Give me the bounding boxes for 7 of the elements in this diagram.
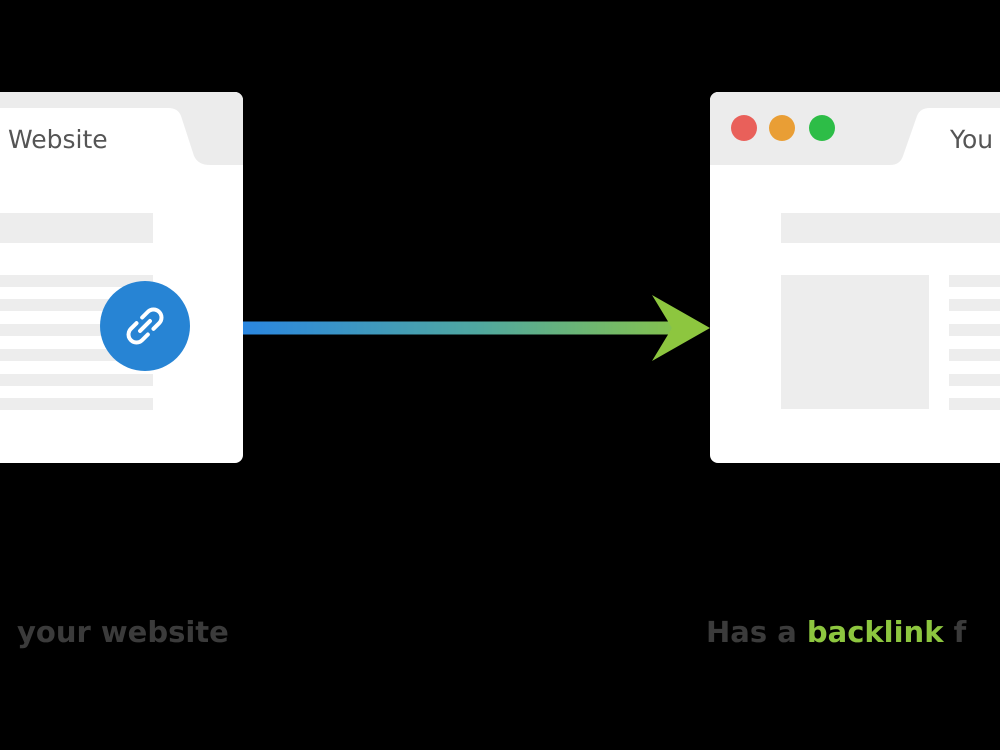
- tab-title: Website: [8, 125, 108, 155]
- browser-window: [710, 92, 1000, 463]
- caption: Has a backlink f: [706, 614, 966, 650]
- tab-title: You: [950, 125, 994, 155]
- browser-window: [0, 92, 243, 463]
- arrow: [243, 295, 710, 361]
- caption: your website: [17, 614, 229, 650]
